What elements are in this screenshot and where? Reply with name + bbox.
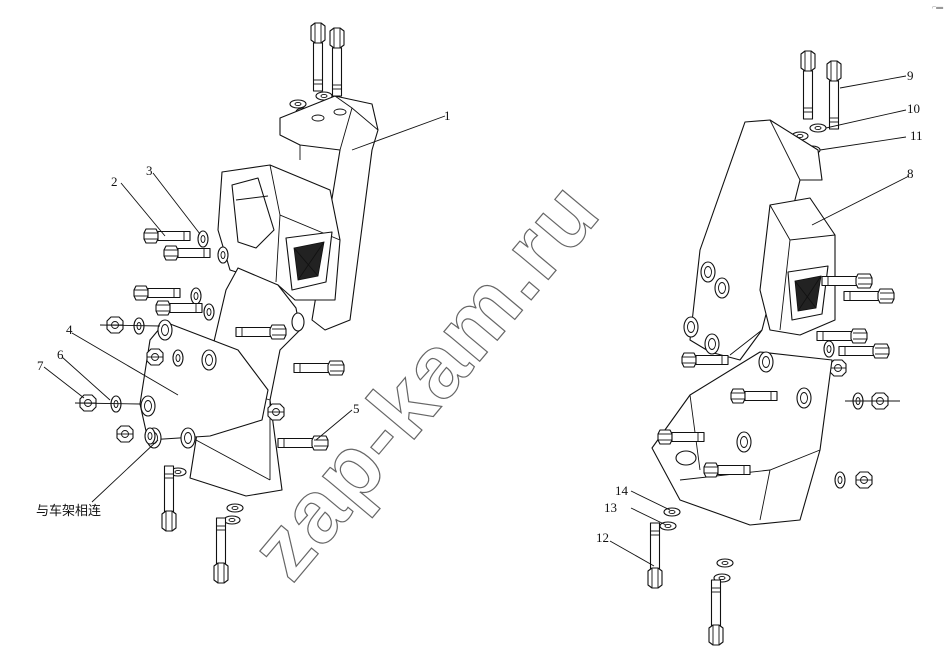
callout-7: 7: [37, 358, 44, 373]
side-plate: [139, 321, 269, 441]
washer-14: [663, 507, 681, 517]
bolt-2: [143, 228, 191, 244]
callout-9: 9: [907, 68, 914, 83]
leader-lines: [43, 75, 910, 567]
callout-8: 8: [907, 166, 914, 181]
side-bolt-b: [235, 324, 287, 340]
bottom-bolt-left: [161, 465, 177, 532]
box-bolt-a: [730, 388, 778, 404]
top-bolt-left: [310, 22, 326, 92]
side-bolt-a: [133, 285, 181, 301]
bolt-12: [647, 522, 663, 589]
top-washer-a: [289, 99, 307, 109]
callout-14: 14: [615, 483, 629, 498]
left-bracket-assembly: [74, 22, 379, 584]
callout-labels: 1 2 3 4 5 6 7 与车架相连 8 9 10 11 12 13 14: [36, 68, 923, 545]
callout-6: 6: [57, 347, 64, 362]
right-bracket-assembly: [647, 50, 900, 646]
bottom-bolt-right: [213, 517, 229, 584]
washer-10: [809, 123, 827, 133]
callout-2: 2: [111, 174, 118, 189]
bolt-9a: [800, 50, 816, 120]
bolt-9: [826, 60, 842, 130]
callout-11: 11: [910, 128, 923, 143]
callout-3: 3: [146, 163, 153, 178]
callout-12: 12: [596, 530, 609, 545]
callout-13: 13: [604, 500, 617, 515]
corner-mark: ⌐▬: [932, 4, 943, 11]
upper-bracket: [279, 95, 379, 331]
side-bolt-c: [293, 360, 345, 376]
frame-connection-note: 与车架相连: [36, 503, 101, 519]
callout-1: 1: [444, 108, 451, 123]
callout-10: 10: [907, 101, 920, 116]
bolt-2b: [163, 245, 211, 261]
top-bolt-right: [329, 27, 345, 97]
callout-5: 5: [353, 401, 360, 416]
washer-3b: [217, 246, 229, 264]
callout-4: 4: [66, 322, 73, 337]
